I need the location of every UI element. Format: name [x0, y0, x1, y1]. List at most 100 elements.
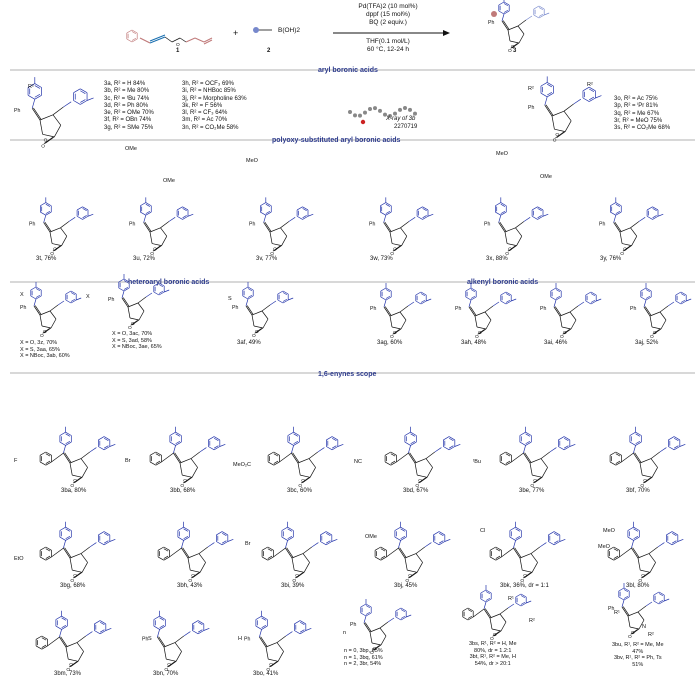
- ring-oxygen: O: [255, 329, 259, 335]
- bond: [153, 615, 160, 620]
- bond: [522, 569, 533, 573]
- bond: [505, 453, 511, 457]
- bond: [666, 531, 673, 536]
- carbonyl-oxygen: O: [270, 251, 274, 257]
- bond: [70, 299, 77, 304]
- bond: [563, 445, 569, 449]
- phenyl-label: Ph: [20, 305, 26, 311]
- carbonyl-oxygen: O: [292, 578, 296, 584]
- bond: [426, 298, 432, 302]
- bond: [548, 541, 555, 546]
- bond: [619, 547, 632, 558]
- bond: [65, 536, 72, 541]
- n-label: n: [343, 630, 346, 636]
- ring-oxygen: O: [43, 329, 47, 335]
- bond: [414, 458, 427, 464]
- bond: [73, 100, 81, 105]
- bond: [157, 636, 165, 648]
- bond: [49, 231, 53, 244]
- phenyl-label: Ph: [488, 20, 494, 26]
- bond: [540, 458, 548, 468]
- ring-oxygen: O: [183, 478, 187, 484]
- bond: [467, 616, 474, 621]
- bond: [630, 221, 640, 229]
- bond: [103, 532, 109, 537]
- label-3bb: 3bb, 68%: [170, 488, 196, 494]
- bond: [267, 556, 274, 561]
- bond: [161, 236, 168, 246]
- bond: [380, 635, 387, 646]
- bond: [242, 295, 249, 300]
- bond: [538, 13, 544, 17]
- compound-1-label: 1: [176, 48, 180, 54]
- bond: [380, 556, 387, 561]
- bond: [291, 452, 299, 464]
- bond: [80, 99, 86, 103]
- bond: [424, 542, 432, 548]
- label-3be: 3be, 77%: [519, 488, 545, 494]
- ring-oxygen: O: [44, 137, 48, 143]
- bond: [164, 36, 173, 43]
- bond: [190, 458, 198, 468]
- carbonyl-oxygen: O: [638, 578, 642, 584]
- bond: [371, 642, 382, 646]
- phenyl-label: Ph: [108, 297, 114, 303]
- bond: [498, 222, 506, 233]
- bond: [45, 451, 52, 456]
- bond: [414, 462, 418, 476]
- bond: [505, 291, 512, 296]
- ring-oxygen: O: [641, 573, 645, 579]
- bond: [69, 462, 73, 476]
- bond: [478, 328, 487, 335]
- bond: [513, 547, 521, 559]
- bond: [251, 314, 255, 327]
- bond: [643, 306, 651, 317]
- bond: [508, 245, 517, 252]
- bond: [145, 203, 151, 207]
- bond: [648, 553, 656, 563]
- bond: [499, 613, 507, 623]
- bond: [59, 526, 66, 531]
- r1-label: R¹: [614, 610, 620, 616]
- bond: [495, 556, 502, 561]
- bond: [39, 314, 43, 327]
- bond: [517, 19, 527, 27]
- bond: [649, 315, 653, 328]
- bond: [143, 222, 151, 233]
- bond: [465, 296, 472, 301]
- bond: [273, 460, 279, 464]
- bond: [653, 328, 662, 335]
- bond: [292, 452, 300, 463]
- bond: [519, 441, 526, 446]
- bond: [31, 99, 36, 109]
- bond: [197, 620, 204, 625]
- bond: [197, 621, 203, 626]
- bond: [563, 446, 570, 451]
- r2-label: R²: [528, 86, 534, 92]
- bond: [261, 304, 271, 312]
- bond: [247, 295, 254, 300]
- bond: [293, 433, 299, 437]
- bond: [389, 311, 401, 317]
- label-3ah: 3ah, 48%: [461, 340, 487, 346]
- ring-oxygen: O: [73, 478, 77, 484]
- bond: [671, 540, 677, 544]
- bond: [380, 296, 387, 301]
- bond: [45, 453, 51, 457]
- bond: [325, 541, 332, 546]
- bond: [221, 540, 227, 544]
- bond: [35, 286, 42, 291]
- bond: [650, 451, 661, 459]
- bond: [540, 451, 551, 459]
- bond: [637, 553, 650, 559]
- ring-oxygen: O: [478, 330, 482, 336]
- phenyl-label: Ph: [350, 622, 356, 628]
- bond: [613, 215, 617, 223]
- bond: [507, 243, 517, 246]
- bond: [547, 83, 553, 88]
- bond: [380, 211, 386, 216]
- bond: [465, 287, 472, 292]
- bond: [485, 589, 492, 594]
- carbonyl-oxygen: O: [180, 483, 184, 489]
